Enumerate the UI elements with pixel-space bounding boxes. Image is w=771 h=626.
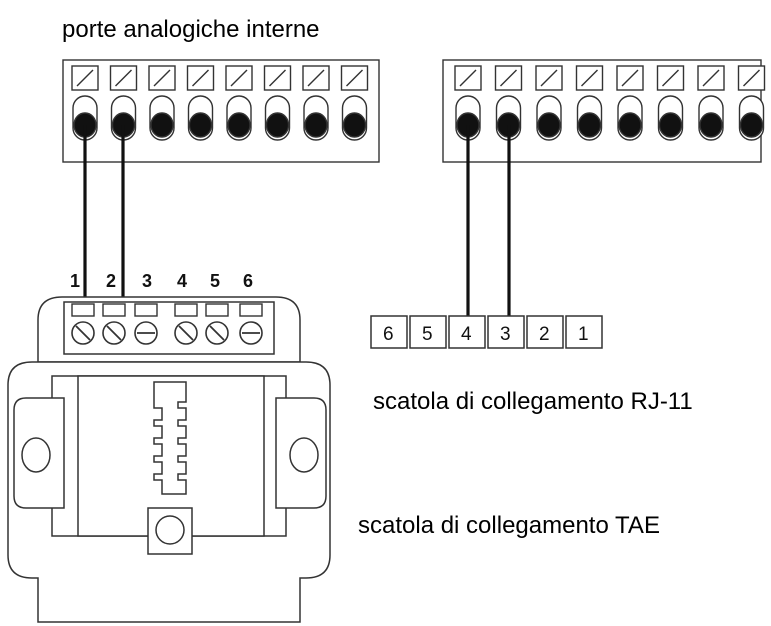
right-terminal-block — [442, 59, 766, 163]
terminal-slot — [340, 65, 369, 141]
terminal-slot — [263, 65, 292, 141]
tae-terminal-number: 1 — [70, 271, 80, 291]
rj11-cell-number: 2 — [539, 324, 550, 345]
left-terminal-block — [62, 59, 380, 163]
wires — [83, 125, 511, 316]
tae-terminal-number: 5 — [210, 271, 220, 291]
tae-box — [7, 296, 331, 623]
rj11-cell-number: 6 — [383, 324, 394, 345]
terminal-slot — [656, 65, 685, 141]
terminal-slot — [616, 65, 644, 141]
tae-screw — [102, 303, 126, 345]
rj11-box-label: scatola di collegamento RJ-11 — [373, 388, 693, 415]
rj11-cell — [565, 315, 603, 349]
rj11-cell — [526, 315, 564, 349]
terminal-slot — [302, 65, 330, 141]
rj11-cell-number: 1 — [578, 324, 589, 345]
rj11-cell — [487, 315, 525, 349]
terminal-slot — [737, 65, 766, 141]
rj11-cell-number: 3 — [500, 324, 511, 345]
terminal-slot — [697, 65, 725, 141]
tae-screw — [205, 303, 229, 345]
tae-screw — [174, 303, 198, 345]
tae-box-label: scatola di collegamento TAE — [358, 512, 660, 539]
rj11-cell-number: 5 — [422, 324, 433, 345]
terminal-slot — [109, 65, 138, 141]
terminal-slot — [535, 65, 563, 141]
terminal-slot — [186, 65, 215, 141]
rj11-box: 6 5 4 3 2 1 — [370, 315, 603, 349]
tae-terminal-number: 4 — [177, 271, 187, 291]
rj11-cell — [448, 315, 486, 349]
rj11-cell-number: 4 — [461, 324, 472, 345]
terminal-slot — [148, 65, 176, 141]
tae-screw — [71, 303, 95, 345]
rj11-cell — [370, 315, 408, 349]
tae-screw — [239, 303, 263, 345]
terminal-slot — [225, 65, 253, 141]
rj11-cell — [409, 315, 447, 349]
terminal-slot — [494, 65, 523, 141]
tae-terminal-number: 2 — [106, 271, 116, 291]
terminal-slot — [575, 65, 604, 141]
tae-terminal-number: 6 — [243, 271, 253, 291]
internal-ports-label: porte analogiche interne — [62, 16, 320, 43]
tae-terminal-number: 3 — [142, 271, 152, 291]
tae-terminal-numbers: 1 2 3 4 5 6 — [70, 271, 253, 291]
tae-screw — [134, 303, 158, 345]
